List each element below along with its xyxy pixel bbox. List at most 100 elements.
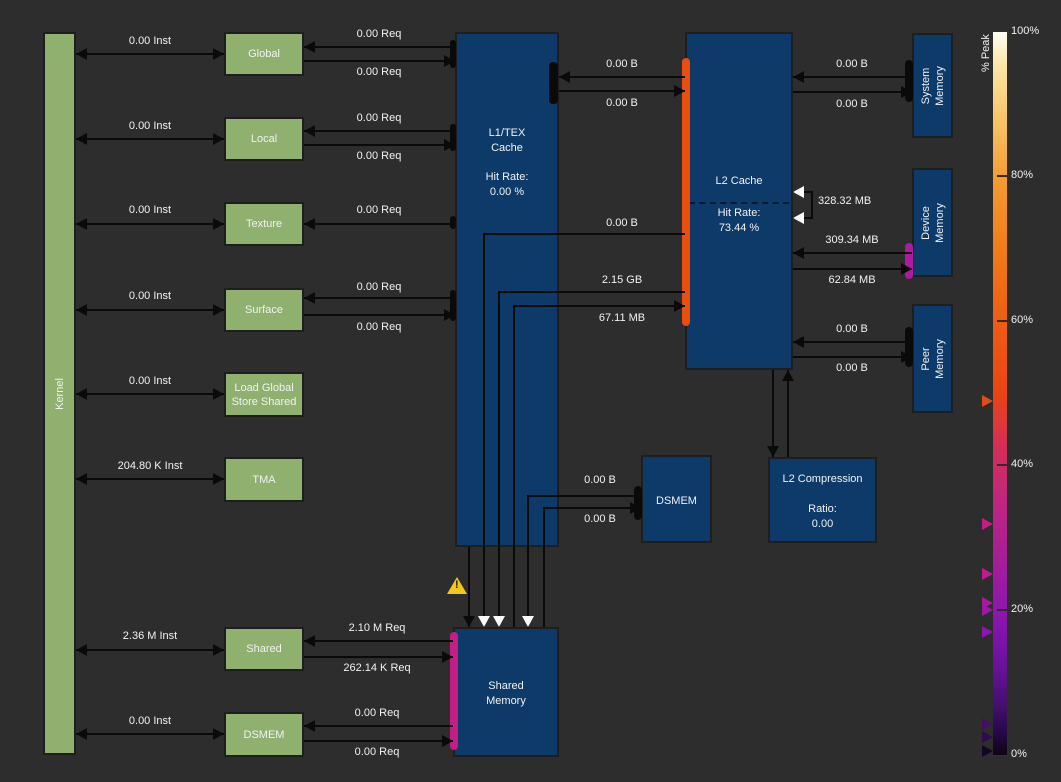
arrowhead: [304, 125, 315, 137]
l1-left-port-texture: [450, 216, 456, 229]
link-line: [513, 305, 685, 307]
arrowhead: [76, 473, 87, 485]
shared-memory-label: Shared Memory: [486, 680, 526, 707]
peak-color-scale: [993, 32, 1007, 755]
shared-label: Shared: [246, 643, 282, 655]
l2comp-ratio-value: 0.00: [811, 518, 834, 530]
edge-label: 0.00 B: [606, 97, 638, 109]
l1-right-port: [549, 62, 558, 104]
edge-label: 0.00 Inst: [128, 290, 172, 302]
link-line: [304, 144, 455, 146]
link-line: [483, 233, 685, 235]
arrowhead: [674, 85, 685, 97]
peer-memory-port: [905, 327, 913, 367]
global-label: Global: [248, 48, 280, 60]
arrowhead: [793, 336, 804, 348]
link-line: [304, 46, 455, 48]
edge-label: 0.00 B: [584, 474, 616, 486]
scale-marker: [982, 394, 993, 407]
link-line: [513, 306, 515, 627]
node-texture[interactable]: Texture: [224, 202, 304, 246]
scale-marker: [982, 717, 993, 730]
scale-label-0: 0%: [1011, 748, 1027, 760]
shared-memory-port-magenta: [450, 632, 458, 750]
node-l2-compression[interactable]: L2 Compression Ratio: 0.00: [768, 457, 877, 543]
link-line: [543, 507, 641, 509]
scale-marker: [982, 730, 993, 743]
link-line: [304, 297, 455, 299]
l1-left-port-global: [450, 40, 456, 68]
link-line: [76, 53, 224, 55]
arrowhead: [304, 292, 315, 304]
link-line: [527, 495, 641, 497]
link-line: [304, 725, 453, 727]
node-l2-cache[interactable]: L2 Cache Hit Rate: 73.44 %: [685, 32, 793, 370]
node-load-global-store-shared[interactable]: Load Global Store Shared: [224, 372, 304, 417]
link-line: [76, 649, 224, 651]
link-line: [793, 76, 912, 78]
device-memory-label: Device Memory: [919, 202, 946, 243]
scale-tick: [997, 609, 1007, 611]
l2-divider: [689, 202, 789, 204]
link-line: [527, 496, 529, 627]
edge-label: 0.00 Inst: [128, 35, 172, 47]
edge-label: 2.36 M Inst: [122, 630, 178, 642]
local-label: Local: [250, 133, 278, 145]
edge-label: 67.11 MB: [598, 312, 646, 324]
arrowhead: [76, 48, 87, 60]
arrowhead: [76, 644, 87, 656]
l2-hit-rate-label: Hit Rate:: [717, 207, 761, 219]
node-surface[interactable]: Surface: [224, 288, 304, 332]
node-tma[interactable]: TMA: [224, 457, 304, 502]
link-line: [787, 370, 789, 457]
link-line: [304, 130, 455, 132]
arrowhead: [213, 218, 224, 230]
device-memory-port-magenta: [905, 243, 913, 279]
arrowhead: [901, 263, 912, 275]
arrowhead: [304, 635, 315, 647]
edge-label: 0.00 Req: [354, 707, 400, 719]
node-system-memory[interactable]: System Memory: [912, 33, 953, 138]
node-l1tex-cache[interactable]: L1/TEX Cache Hit Rate: 0.00 %: [455, 32, 559, 547]
edge-label: 0.00 Inst: [128, 120, 172, 132]
node-dsmem-green[interactable]: DSMEM: [224, 712, 304, 757]
scale-tick: [997, 175, 1007, 177]
arrowhead: [213, 48, 224, 60]
arrowhead-white: [478, 616, 490, 627]
edge-label: 0.00 Req: [356, 321, 402, 333]
edge-label: 0.00 Req: [356, 150, 402, 162]
arrowhead: [304, 218, 315, 230]
scale-label-60: 60%: [1011, 314, 1034, 326]
edge-label: 0.00 Req: [356, 28, 402, 40]
edge-label: 309.34 MB: [825, 234, 879, 246]
link-line: [559, 76, 685, 78]
node-kernel[interactable]: Kernel: [43, 32, 76, 755]
node-global[interactable]: Global: [224, 32, 304, 76]
scale-marker: [982, 597, 993, 610]
link-line: [76, 138, 224, 140]
dsmem-green-label: DSMEM: [243, 728, 285, 741]
node-shared-memory[interactable]: Shared Memory: [453, 627, 559, 757]
l1-hit-rate-label: Hit Rate:: [485, 171, 529, 183]
scale-marker: [982, 568, 993, 581]
arrowhead: [793, 247, 804, 259]
node-peer-memory[interactable]: Peer Memory: [912, 304, 953, 413]
node-dsmem-unit[interactable]: DSMEM: [641, 455, 712, 543]
l1-title: L1/TEX Cache: [488, 127, 526, 154]
edge-label: 0.00 B: [606, 217, 638, 229]
arrowhead: [782, 370, 794, 381]
edge-label: 0.00 Inst: [128, 204, 172, 216]
tma-label: TMA: [252, 473, 276, 486]
color-scale-title: % Peak: [980, 34, 992, 72]
arrowhead: [213, 388, 224, 400]
scale-tick: [997, 464, 1007, 466]
edge-label: 0.00 Inst: [128, 375, 172, 387]
kernel-label: Kernel: [53, 377, 66, 410]
node-shared[interactable]: Shared: [224, 627, 304, 671]
node-device-memory[interactable]: Device Memory: [912, 168, 953, 277]
edge-label: 0.00 B: [836, 98, 868, 110]
edge-label: 0.00 B: [836, 362, 868, 374]
edge-label: 0.00 Req: [354, 746, 400, 758]
link-line: [304, 656, 453, 658]
node-local[interactable]: Local: [224, 117, 304, 161]
